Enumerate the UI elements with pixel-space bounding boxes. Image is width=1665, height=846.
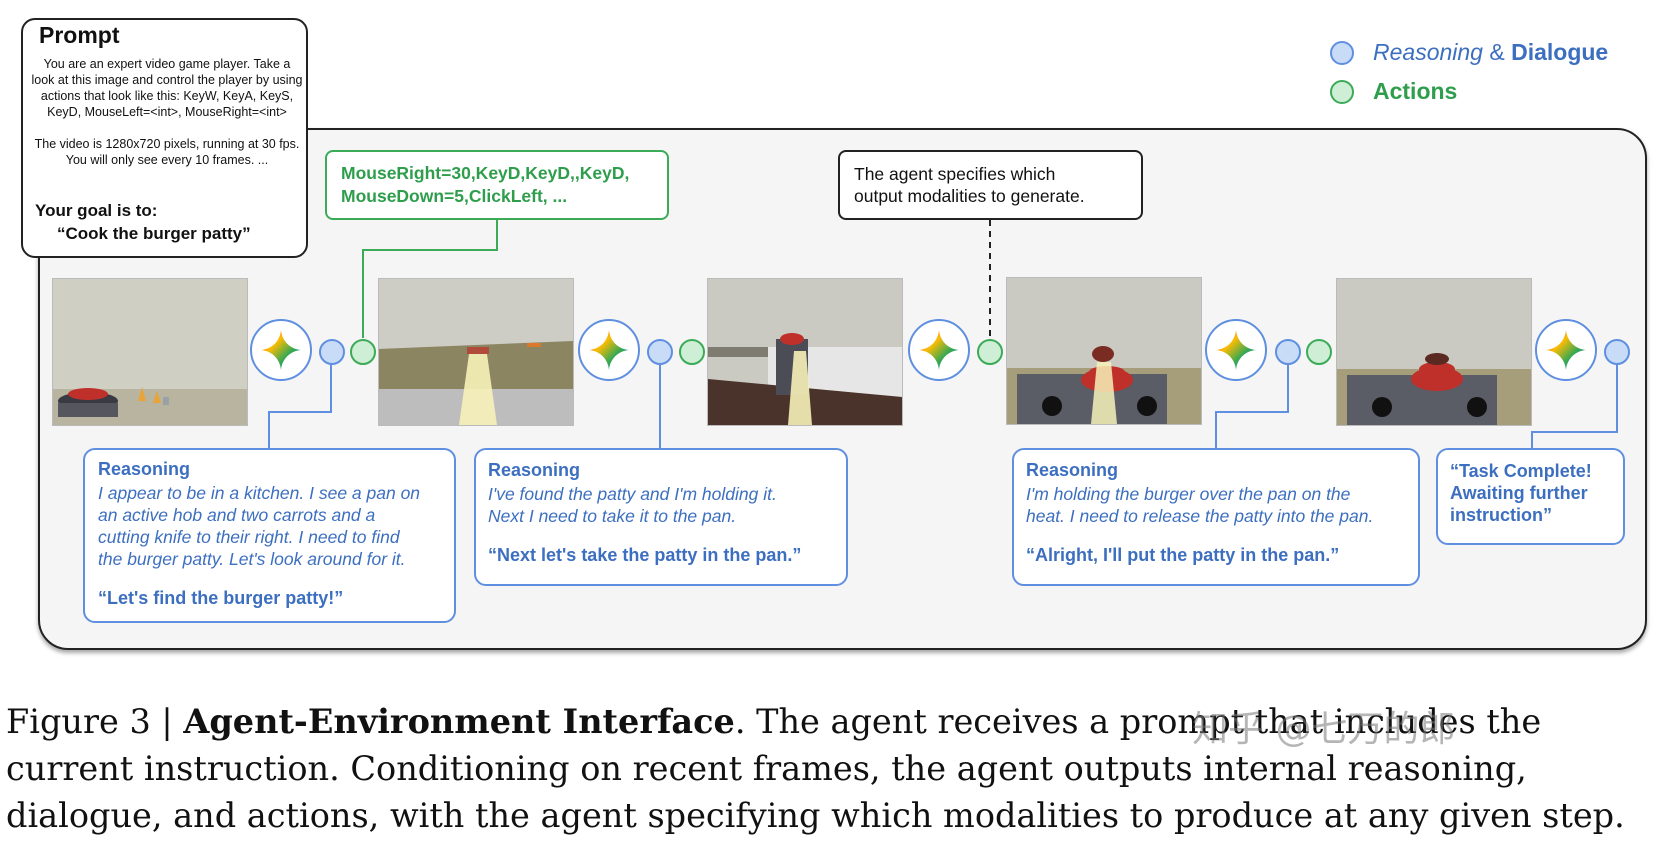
gemini-sparkle-icon — [261, 330, 301, 370]
reasoning-output-dot-4 — [1604, 339, 1630, 365]
reasoning-output-dot-2 — [647, 339, 673, 365]
legend-dialogue-label: Dialogue — [1511, 39, 1609, 65]
prompt-box: Prompt You are an expert video game play… — [21, 18, 308, 258]
reasoning-box-2: Reasoning I've found the patty and I'm h… — [474, 448, 848, 586]
reasoning-connector-3 — [1215, 365, 1289, 449]
game-frame-5 — [1336, 278, 1532, 426]
modality-note-text: The agent specifies which output modalit… — [854, 164, 1085, 206]
game-frame-1 — [52, 278, 248, 426]
caption-body: . The agent receives a prompt that inclu… — [6, 702, 1625, 835]
caption-bold-title: Agent-Environment Interface — [183, 702, 735, 741]
legend-reasoning-dialogue: Reasoning & Dialogue — [1373, 39, 1608, 66]
reasoning-box-3-body: I'm holding the burger over the pan on t… — [1026, 484, 1374, 526]
game-frame-2 — [378, 278, 574, 426]
agent-token-2 — [578, 319, 640, 381]
agent-token-5 — [1535, 319, 1597, 381]
gemini-sparkle-icon — [919, 330, 959, 370]
figure-caption: Figure 3 | Agent-Environment Interface. … — [6, 698, 1656, 839]
gemini-sparkle-icon — [1546, 330, 1586, 370]
legend-actions-dot — [1330, 80, 1354, 104]
reasoning-output-dot-1 — [319, 339, 345, 365]
reasoning-box-3-head: Reasoning — [1026, 460, 1119, 480]
action-output-dot-1 — [350, 339, 376, 365]
task-complete-box: “Task Complete! Awaiting further instruc… — [1436, 448, 1625, 545]
legend-reasoning-dot — [1330, 41, 1354, 65]
goal-text: “Cook the burger patty” — [57, 224, 251, 243]
game-frame-3 — [707, 278, 903, 426]
reasoning-box-1-body: I appear to be in a kitchen. I see a pan… — [98, 483, 421, 569]
prompt-text: You are an expert video game player. Tak… — [31, 57, 303, 167]
reasoning-box-3-quote: “Alright, I'll put the patty in the pan.… — [1026, 545, 1340, 565]
action-output-text: MouseRight=30,KeyD,KeyD,,KeyD, MouseDown… — [341, 163, 630, 206]
reasoning-box-1: Reasoning I appear to be in a kitchen. I… — [83, 448, 456, 623]
agent-token-1 — [250, 319, 312, 381]
modality-note-box: The agent specifies which output modalit… — [838, 150, 1143, 220]
gemini-sparkle-icon — [589, 330, 629, 370]
reasoning-box-1-head: Reasoning — [98, 459, 191, 479]
action-output-box: MouseRight=30,KeyD,KeyD,,KeyD, MouseDown… — [325, 150, 669, 220]
reasoning-box-2-body: I've found the patty and I'm holding it.… — [488, 484, 777, 526]
reasoning-box-2-quote: “Next let's take the patty in the pan.” — [488, 545, 802, 565]
action-output-dot-2 — [679, 339, 705, 365]
reasoning-box-3: Reasoning I'm holding the burger over th… — [1012, 448, 1420, 586]
action-output-dot-4 — [1306, 339, 1332, 365]
reasoning-box-1-quote: “Let's find the burger patty!” — [98, 588, 344, 608]
action-output-dot-3 — [977, 339, 1003, 365]
gemini-sparkle-icon — [1216, 330, 1256, 370]
game-frame-4 — [1006, 277, 1202, 425]
action-connector — [362, 220, 498, 338]
caption-prefix: Figure 3 | — [6, 702, 184, 741]
agent-token-3 — [908, 319, 970, 381]
task-complete-text: “Task Complete! Awaiting further instruc… — [1450, 461, 1592, 525]
reasoning-connector-1 — [268, 365, 332, 449]
agent-token-4 — [1205, 319, 1267, 381]
reasoning-box-2-head: Reasoning — [488, 460, 581, 480]
prompt-title: Prompt — [39, 22, 120, 48]
reasoning-output-dot-3 — [1275, 339, 1301, 365]
reasoning-connector-4 — [1531, 365, 1618, 449]
watermark-text: 知乎 @七万的郎 — [1192, 709, 1456, 750]
legend-actions-label: Actions — [1373, 78, 1458, 104]
goal-label: Your goal is to: — [35, 201, 158, 220]
legend-reasoning-label: Reasoning — [1373, 39, 1483, 65]
legend-amp: & — [1489, 39, 1505, 65]
